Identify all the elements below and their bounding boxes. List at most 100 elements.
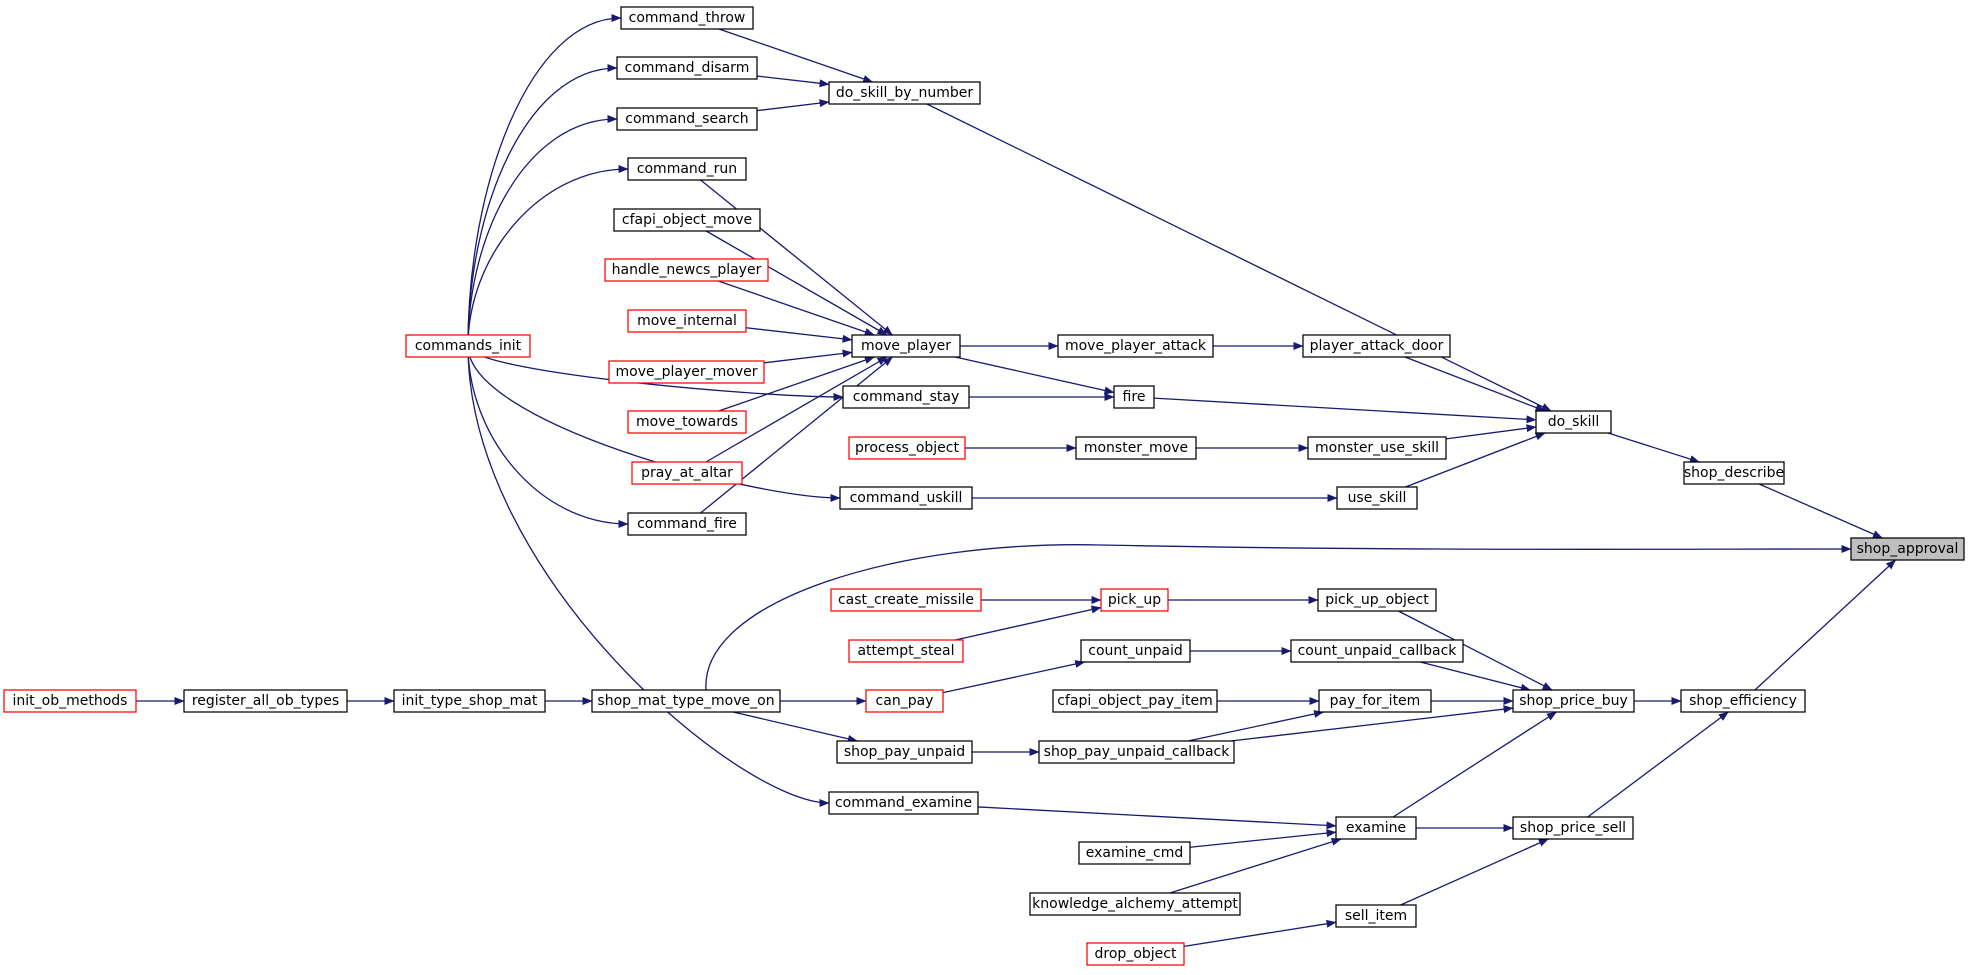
node-move-towards[interactable]: move_towards xyxy=(627,410,747,434)
edge-monster-use-skill-to-do-skill xyxy=(1445,424,1537,440)
node-cast-create-missile[interactable]: cast_create_missile xyxy=(830,588,982,612)
node-shop-pay-unpaid-callback[interactable]: shop_pay_unpaid_callback xyxy=(1038,740,1235,764)
node-pray-at-altar[interactable]: pray_at_altar xyxy=(631,461,743,485)
edge-do-skill-by-number-to-do-skill xyxy=(926,103,1552,412)
node-box xyxy=(842,385,970,409)
node-pick-up-object[interactable]: pick_up_object xyxy=(1317,588,1437,612)
node-label: pick_up_object xyxy=(1325,592,1429,608)
node-label: shop_price_buy xyxy=(1519,693,1628,709)
node-box xyxy=(393,689,546,713)
node-label: cfapi_object_pay_item xyxy=(1057,693,1213,709)
node-move-player-mover[interactable]: move_player_mover xyxy=(608,360,765,384)
node-player-attack-door[interactable]: player_attack_door xyxy=(1302,334,1451,358)
node-monster-use-skill[interactable]: monster_use_skill xyxy=(1307,436,1447,460)
node-box xyxy=(1290,639,1464,663)
node-do-skill[interactable]: do_skill xyxy=(1535,410,1612,434)
node-shop-pay-unpaid[interactable]: shop_pay_unpaid xyxy=(836,740,973,764)
node-count-unpaid[interactable]: count_unpaid xyxy=(1080,639,1191,663)
node-label: pay_for_item xyxy=(1330,693,1421,709)
edge-knowledge-alchemy-attempt-to-examine xyxy=(1169,838,1342,894)
node-label: use_skill xyxy=(1348,490,1407,506)
node-box xyxy=(1535,410,1612,434)
node-label: do_skill xyxy=(1548,414,1600,430)
edge-commands-init-to-command-search xyxy=(467,115,618,347)
node-box xyxy=(830,588,982,612)
node-register-all-ob-types[interactable]: register_all_ob_types xyxy=(183,689,348,713)
node-command-fire[interactable]: command_fire xyxy=(627,512,747,536)
edge-command-search-to-do-skill-by-number xyxy=(756,99,830,112)
node-box xyxy=(1683,461,1785,485)
node-box xyxy=(627,512,747,536)
node-process-object[interactable]: process_object xyxy=(848,436,966,460)
node-box xyxy=(604,258,769,282)
node-command-stay[interactable]: command_stay xyxy=(842,385,970,409)
node-do-skill-by-number[interactable]: do_skill_by_number xyxy=(828,81,981,105)
node-command-throw[interactable]: command_throw xyxy=(620,6,754,30)
edge-commands-init-to-command-examine xyxy=(467,345,830,807)
node-command-uskill[interactable]: command_uskill xyxy=(839,486,973,510)
node-label: pray_at_altar xyxy=(641,465,733,481)
node-box xyxy=(1078,841,1191,865)
node-command-disarm[interactable]: command_disarm xyxy=(616,56,758,80)
node-cfapi-object-pay-item[interactable]: cfapi_object_pay_item xyxy=(1052,689,1218,713)
node-shop-price-buy[interactable]: shop_price_buy xyxy=(1512,689,1635,713)
node-use-skill[interactable]: use_skill xyxy=(1336,486,1418,510)
node-label: count_unpaid_callback xyxy=(1298,643,1458,659)
node-label: command_examine xyxy=(835,795,972,811)
node-cfapi-object-move[interactable]: cfapi_object_move xyxy=(613,208,761,232)
node-handle-newcs-player[interactable]: handle_newcs_player xyxy=(604,258,769,282)
node-box xyxy=(613,208,761,232)
node-shop-approval[interactable]: shop_approval xyxy=(1850,537,1965,561)
node-commands-init[interactable]: commands_init xyxy=(405,334,531,358)
node-box xyxy=(1512,689,1635,713)
edge-shop-pay-unpaid-callback-to-shop-price-buy xyxy=(1230,705,1514,742)
node-box xyxy=(1052,689,1218,713)
edge-command-throw-to-do-skill-by-number xyxy=(718,28,874,83)
node-can-pay[interactable]: can_pay xyxy=(865,689,944,713)
node-label: attempt_steal xyxy=(857,643,954,659)
node-box xyxy=(627,309,747,333)
node-shop-mat-type-move-on[interactable]: shop_mat_type_move_on xyxy=(591,689,781,713)
node-knowledge-alchemy-attempt[interactable]: knowledge_alchemy_attempt xyxy=(1029,892,1241,916)
node-label: count_unpaid xyxy=(1088,643,1183,659)
node-init-type-shop-mat[interactable]: init_type_shop_mat xyxy=(393,689,546,713)
node-init-ob-methods[interactable]: init_ob_methods xyxy=(3,689,137,713)
node-label: monster_move xyxy=(1084,440,1188,456)
edge-move-player-to-fire xyxy=(955,356,1115,395)
node-label: examine xyxy=(1346,820,1406,836)
node-command-search[interactable]: command_search xyxy=(616,107,758,131)
node-monster-move[interactable]: monster_move xyxy=(1075,436,1197,460)
node-move-player[interactable]: move_player xyxy=(851,334,961,358)
node-label: command_uskill xyxy=(850,490,963,506)
node-command-run[interactable]: command_run xyxy=(627,157,747,181)
node-shop-describe[interactable]: shop_describe xyxy=(1683,461,1785,485)
node-sell-item[interactable]: sell_item xyxy=(1335,904,1417,928)
node-label: register_all_ob_types xyxy=(192,693,339,709)
node-layer: command_throw command_disarm command_searc… xyxy=(3,6,1965,966)
node-examine-cmd[interactable]: examine_cmd xyxy=(1078,841,1191,865)
node-attempt-steal[interactable]: attempt_steal xyxy=(848,639,964,663)
node-box xyxy=(183,689,348,713)
node-move-player-attack[interactable]: move_player_attack xyxy=(1057,334,1214,358)
node-box xyxy=(1057,334,1214,358)
node-pick-up[interactable]: pick_up xyxy=(1100,588,1169,612)
node-shop-price-sell[interactable]: shop_price_sell xyxy=(1512,816,1634,840)
node-shop-efficiency[interactable]: shop_efficiency xyxy=(1680,689,1806,713)
node-box xyxy=(1850,537,1965,561)
node-drop-object[interactable]: drop_object xyxy=(1086,942,1185,966)
node-move-internal[interactable]: move_internal xyxy=(627,309,747,333)
edge-pray-at-altar-to-move-player xyxy=(705,356,888,463)
node-box xyxy=(3,689,137,713)
node-fire[interactable]: fire xyxy=(1113,385,1155,409)
node-pay-for-item[interactable]: pay_for_item xyxy=(1318,689,1432,713)
node-label: shop_describe xyxy=(1684,465,1784,481)
node-command-examine[interactable]: command_examine xyxy=(828,791,979,815)
edge-can-pay-to-count-unpaid xyxy=(942,660,1086,694)
node-examine[interactable]: examine xyxy=(1335,816,1417,840)
node-label: move_internal xyxy=(637,313,737,329)
node-box xyxy=(616,56,758,80)
edge-command-disarm-to-do-skill-by-number xyxy=(756,75,830,88)
node-box xyxy=(405,334,531,358)
node-count-unpaid-callback[interactable]: count_unpaid_callback xyxy=(1290,639,1464,663)
